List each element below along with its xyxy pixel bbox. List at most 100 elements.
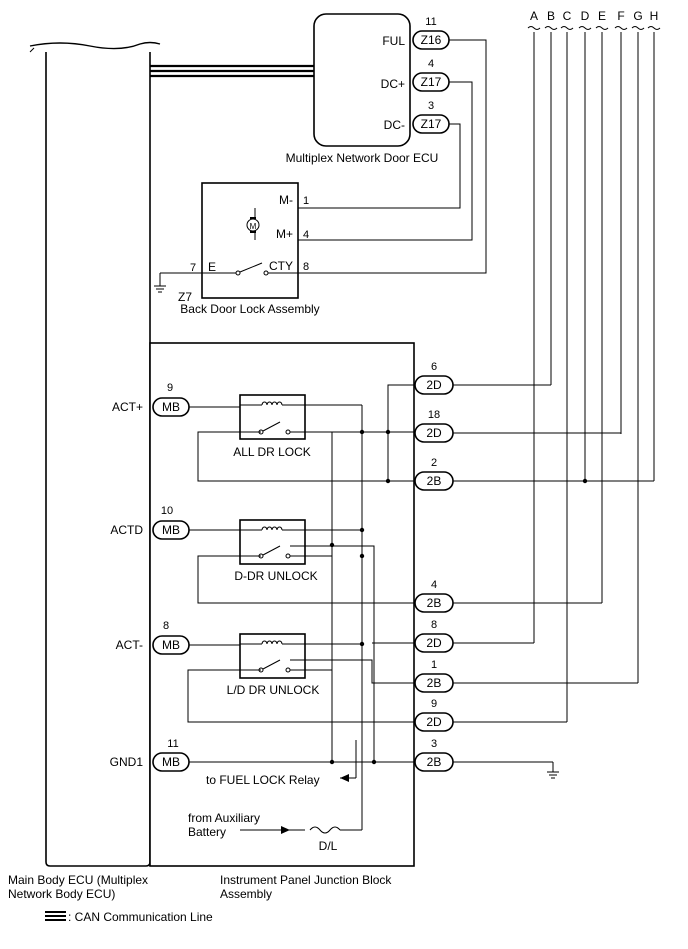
svg-text:Z17: Z17 bbox=[421, 75, 442, 89]
svg-text:10: 10 bbox=[161, 505, 173, 517]
terminal-label-actminus: ACT- bbox=[116, 638, 143, 652]
main-body-ecu-title-1: Main Body ECU (Multiplex bbox=[8, 873, 148, 887]
bus-letter-b: B bbox=[547, 9, 555, 23]
relay-ld-dr-unlock: L/D DR UNLOCK bbox=[227, 633, 320, 697]
terminal-label-gnd1: GND1 bbox=[110, 755, 144, 769]
bus-letters: A B C D E F G H bbox=[527, 9, 661, 30]
connector-2b-2: 2B 2 bbox=[414, 457, 454, 491]
svg-text:8: 8 bbox=[163, 620, 169, 632]
svg-text:1: 1 bbox=[303, 195, 309, 207]
relay-label-ld-dr-unlock: L/D DR UNLOCK bbox=[227, 683, 320, 697]
bus-letter-c: C bbox=[563, 9, 572, 23]
svg-text:18: 18 bbox=[428, 409, 440, 421]
from-aux-label-2: Battery bbox=[188, 825, 226, 839]
svg-text:M+: M+ bbox=[276, 227, 293, 241]
relay-all-dr-lock: ALL DR LOCK bbox=[233, 394, 311, 459]
bus-letter-d: D bbox=[581, 9, 590, 23]
connector-2b-1: 2B 1 bbox=[414, 659, 454, 693]
connector-z17-3: Z17 3 bbox=[412, 100, 450, 134]
svg-text:MB: MB bbox=[162, 755, 180, 769]
bus-letter-a: A bbox=[530, 9, 538, 23]
svg-text:MB: MB bbox=[162, 400, 180, 414]
door-ecu-pin-label-ful: FUL bbox=[382, 34, 405, 48]
back-door-lock: Back Door Lock Assembly Z7 M- 1 M+ 4 E 7… bbox=[154, 182, 320, 316]
bus-letter-f: F bbox=[617, 9, 624, 23]
door-ecu: Multiplex Network Door ECU FUL DC+ DC- Z… bbox=[286, 13, 450, 165]
svg-text:M-: M- bbox=[279, 193, 293, 207]
svg-text:2D: 2D bbox=[426, 378, 442, 392]
legend: : CAN Communication Line bbox=[45, 910, 213, 924]
svg-text:11: 11 bbox=[167, 738, 178, 750]
door-switch-icon bbox=[160, 262, 298, 276]
svg-text:4: 4 bbox=[431, 579, 437, 591]
bus-lines bbox=[533, 32, 655, 722]
svg-text:2: 2 bbox=[431, 457, 437, 469]
svg-text:MB: MB bbox=[162, 523, 180, 537]
connector-2b-4: 2B 4 bbox=[414, 579, 454, 613]
svg-text:2D: 2D bbox=[426, 426, 442, 440]
svg-text:1: 1 bbox=[431, 659, 437, 671]
svg-text:6: 6 bbox=[431, 361, 437, 373]
junction-block-title-2: Assembly bbox=[220, 887, 272, 901]
output-wires bbox=[453, 384, 654, 779]
connector-mb-9: MB 9 bbox=[152, 382, 190, 417]
junction-block-title-1: Instrument Panel Junction Block bbox=[220, 873, 392, 887]
terminal-label-actplus: ACT+ bbox=[112, 400, 143, 414]
svg-text:3: 3 bbox=[431, 738, 437, 750]
legend-can-line: : CAN Communication Line bbox=[68, 910, 213, 924]
svg-text:9: 9 bbox=[167, 382, 173, 394]
svg-text:9: 9 bbox=[431, 698, 437, 710]
svg-text:E: E bbox=[208, 260, 216, 274]
svg-text:2D: 2D bbox=[426, 636, 442, 650]
from-aux-label-1: from Auxiliary bbox=[188, 811, 260, 825]
door-ecu-pin-label-dcminus: DC- bbox=[384, 118, 405, 132]
can-line bbox=[150, 64, 314, 78]
output-connectors: 2D 6 2D 18 2B 2 2B 4 2D 8 2B 1 bbox=[414, 361, 454, 772]
connector-2d-9: 2D 9 bbox=[414, 698, 454, 732]
door-ecu-pin-label-dcplus: DC+ bbox=[381, 77, 405, 91]
door-ecu-title: Multiplex Network Door ECU bbox=[286, 151, 439, 165]
to-fuel-lock-label: to FUEL LOCK Relay bbox=[206, 773, 320, 787]
back-door-title: Back Door Lock Assembly bbox=[180, 302, 319, 316]
back-door-connector: Z7 bbox=[178, 290, 192, 304]
svg-text:2B: 2B bbox=[427, 676, 442, 690]
connector-z16-11: Z16 11 bbox=[412, 16, 450, 50]
svg-text:3: 3 bbox=[428, 100, 434, 112]
svg-text:8: 8 bbox=[431, 619, 437, 631]
svg-text:11: 11 bbox=[425, 16, 436, 28]
svg-text:2D: 2D bbox=[426, 715, 442, 729]
fuse-label: D/L bbox=[319, 839, 338, 853]
svg-text:2B: 2B bbox=[427, 755, 442, 769]
relay-label-all-dr-lock: ALL DR LOCK bbox=[233, 445, 311, 459]
connector-2d-8: 2D 8 bbox=[414, 619, 454, 653]
ground-icon bbox=[154, 273, 166, 293]
connector-mb-11: MB 11 bbox=[152, 738, 190, 772]
door-ecu-wires bbox=[255, 39, 487, 274]
motor-icon: M bbox=[246, 208, 260, 240]
connector-mb-8: MB 8 bbox=[152, 620, 190, 655]
svg-text:CTY: CTY bbox=[269, 259, 293, 273]
relay-d-dr-unlock: D-DR UNLOCK bbox=[234, 519, 318, 583]
main-body-ecu-title-2: Network Body ECU) bbox=[8, 887, 115, 901]
svg-text:7: 7 bbox=[190, 262, 196, 274]
torn-edge bbox=[29, 41, 161, 50]
svg-text:4: 4 bbox=[303, 229, 309, 241]
svg-text:MB: MB bbox=[162, 638, 180, 652]
svg-text:Z16: Z16 bbox=[421, 33, 442, 47]
svg-text:Z17: Z17 bbox=[421, 117, 442, 131]
svg-text:4: 4 bbox=[428, 58, 434, 70]
connector-2d-18: 2D 18 bbox=[414, 409, 454, 443]
main-body-ecu bbox=[29, 41, 161, 867]
bus-letter-g: G bbox=[633, 9, 642, 23]
svg-text:8: 8 bbox=[303, 261, 309, 273]
connector-z17-4: Z17 4 bbox=[412, 58, 450, 92]
bus-letter-h: H bbox=[650, 9, 659, 23]
relay-label-d-dr-unlock: D-DR UNLOCK bbox=[234, 569, 317, 583]
terminal-label-actd: ACTD bbox=[110, 523, 143, 537]
connector-2b-3: 2B 3 bbox=[414, 738, 454, 772]
svg-text:2B: 2B bbox=[427, 596, 442, 610]
connector-2d-6: 2D 6 bbox=[414, 361, 454, 395]
svg-text:M: M bbox=[250, 222, 257, 231]
svg-text:2B: 2B bbox=[427, 474, 442, 488]
